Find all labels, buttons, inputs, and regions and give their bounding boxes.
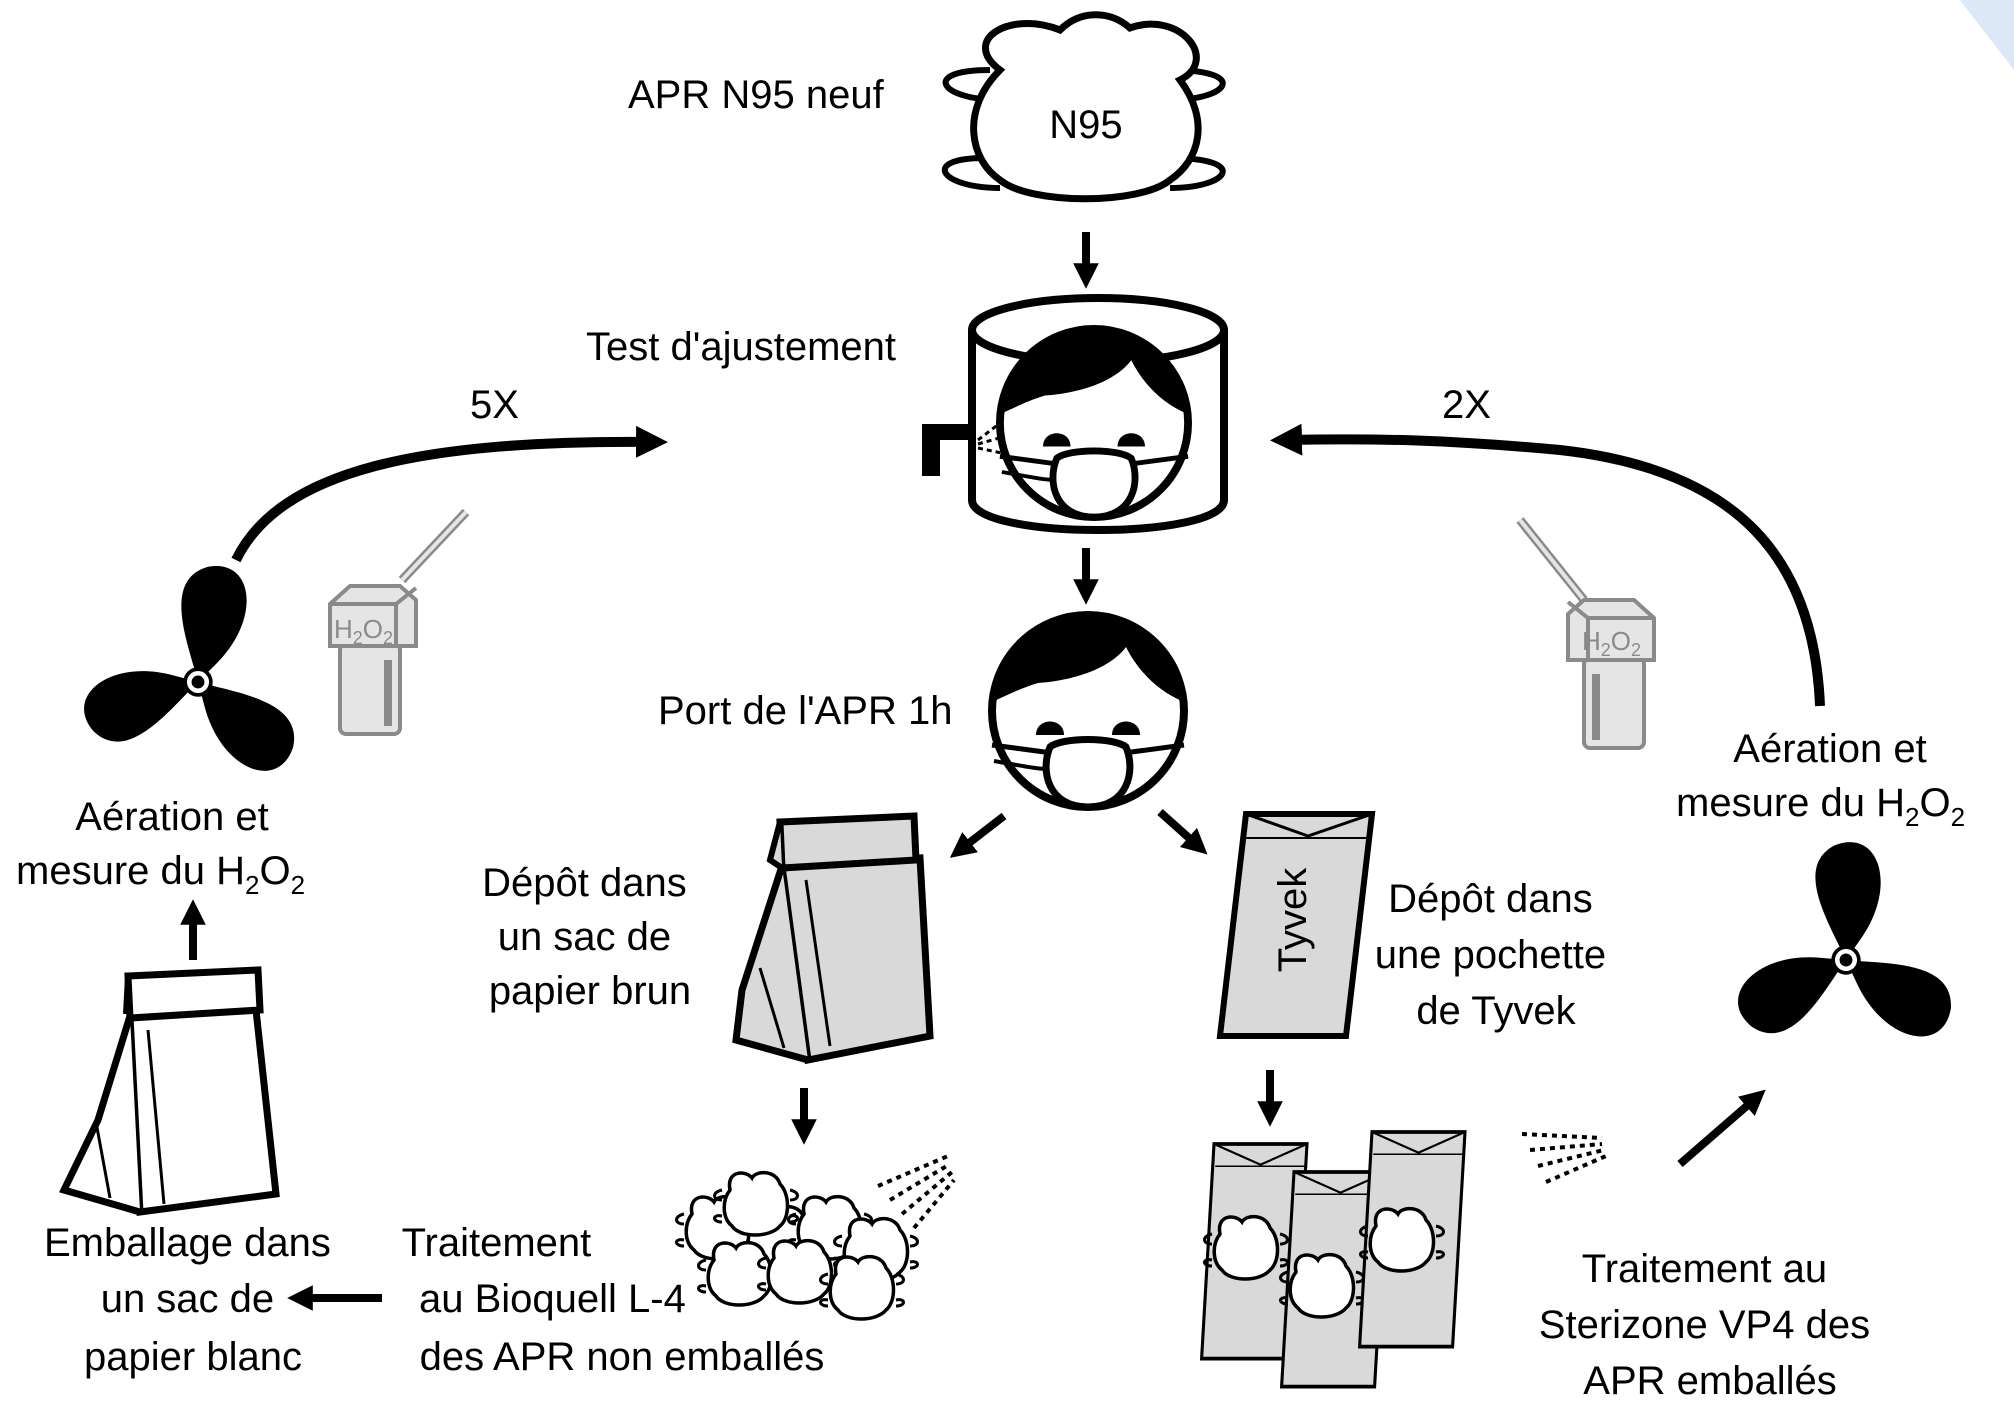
tyvek-pouches-icon (1199, 1130, 1467, 1389)
spray-icon (877, 1154, 956, 1230)
tyvek-print-label: Tyvek (1271, 867, 1315, 972)
brown-bag-icon (732, 812, 934, 1065)
white-bag-icon (59, 966, 280, 1216)
tyvek-pouch-label: Dépôt dans une pochette de Tyvek (1375, 877, 1617, 1033)
loop-right-label: 2X (1442, 383, 1491, 427)
n95-mask-icon: N95 (941, 11, 1226, 203)
person-mask-icon (992, 613, 1184, 807)
aeration-left-label-line2: mesure du H2O2 (16, 849, 305, 900)
h2o2-sensor-icon: H2O2 (328, 508, 470, 736)
aeration-left-label: Aération et (75, 795, 268, 839)
corner-accent (1960, 0, 2014, 70)
spray-icon (1521, 1132, 1607, 1184)
arrow-to-tyvek (1157, 809, 1208, 855)
svg-text:H2O2: H2O2 (1582, 626, 1641, 660)
mask-pile-icon (674, 1170, 920, 1321)
new-respirator-label: APR N95 neuf (628, 73, 885, 117)
brown-bag-label: Dépôt dans un sac de papier brun (482, 861, 698, 1013)
fit-test-label: Test d'ajustement (586, 325, 896, 369)
aeration-right-label-line2: mesure du H2O2 (1676, 781, 1965, 832)
h2o2-sensor-icon: H2O2 (1516, 517, 1656, 750)
fan-icon (73, 566, 307, 783)
tyvek-pouch-icon: Tyvek (1216, 811, 1376, 1039)
bioquell-label: Traitement au Bioquell L-4 des APR non e… (402, 1221, 825, 1379)
mask-print-label: N95 (1049, 103, 1122, 147)
loop-left-label: 5X (470, 383, 519, 427)
svg-text:H2O2: H2O2 (334, 614, 393, 648)
arrow-to-aeration-right (1677, 1089, 1766, 1168)
white-bag-label: Emballage dans un sac de papier blanc (44, 1221, 342, 1379)
wear-label: Port de l'APR 1h (658, 689, 952, 733)
arrow-to-brown-bag (949, 812, 1007, 858)
loop-arrow-left (231, 425, 668, 563)
fit-test-chamber-icon (922, 294, 1228, 534)
sterizone-label: Traitement au Sterizone VP4 des APR emba… (1539, 1247, 1881, 1403)
aeration-right-label: Aération et (1733, 727, 1926, 771)
loop-arrow-right (1270, 423, 1825, 707)
fan-icon (1703, 826, 1971, 1081)
